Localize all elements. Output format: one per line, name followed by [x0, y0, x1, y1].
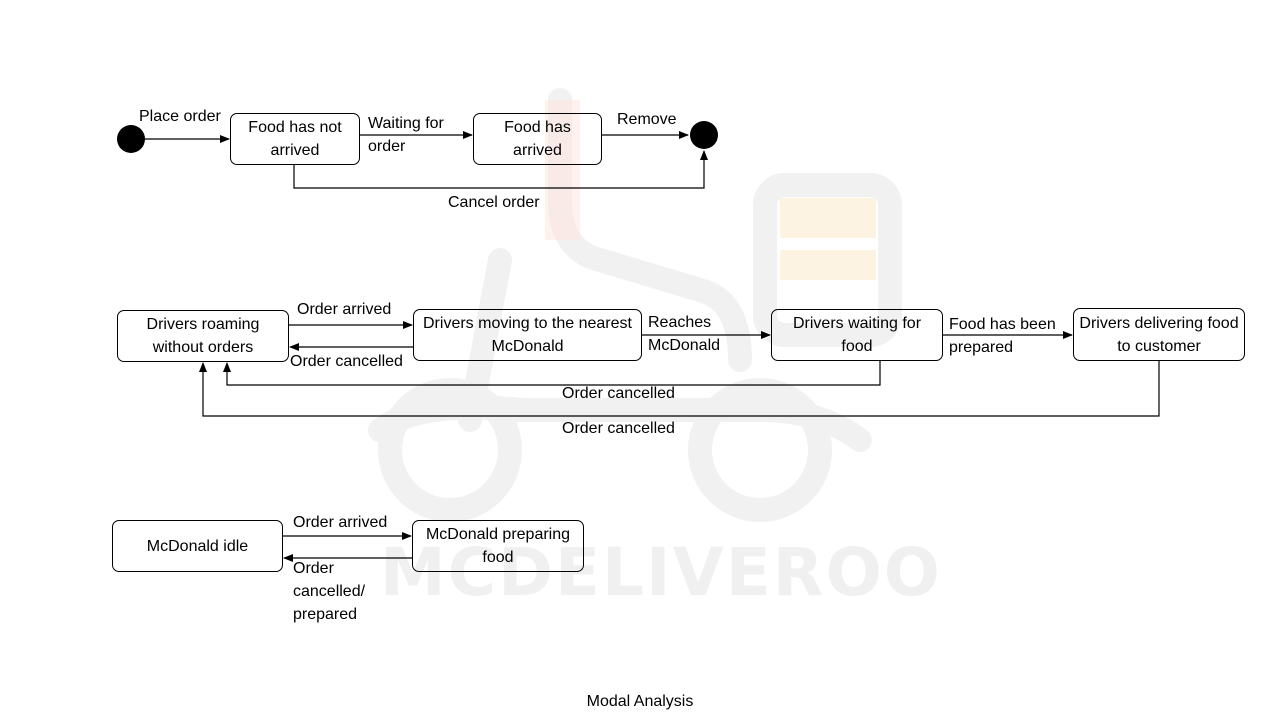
- arrow-cancel-order: [293, 150, 708, 189]
- label-order-arrived: Order arrived: [297, 301, 392, 318]
- state-food-not-arrived: Food has not arrived: [230, 113, 360, 165]
- state-drivers-waiting: Drivers waiting for food: [771, 309, 943, 361]
- label-order-cancelled-delivering: Order cancelled: [562, 420, 675, 437]
- final-state-dot: [690, 121, 718, 149]
- state-food-arrived: Food has arrived: [473, 113, 602, 165]
- state-drivers-moving: Drivers moving to the nearest McDonald: [413, 309, 642, 361]
- label-cancel-order: Cancel order: [448, 194, 540, 211]
- label-order-cancelled-waiting: Order cancelled: [562, 385, 675, 402]
- initial-state-dot: [117, 125, 145, 153]
- label-waiting-for-order: Waiting for order: [368, 115, 444, 155]
- label-order-cancelled-prepared: Order cancelled/ prepared: [293, 560, 366, 623]
- arrow-order-cancelled-waiting: [223, 361, 881, 386]
- label-food-has-been-prepared: Food has been prepared: [949, 316, 1056, 356]
- label-remove: Remove: [617, 111, 677, 128]
- watermark-text: MCDELIVEROO: [380, 534, 942, 611]
- diagram-caption: Modal Analysis: [586, 693, 694, 710]
- state-mcdonald-idle: McDonald idle: [112, 520, 283, 572]
- state-mcdonald-preparing: McDonald preparing food: [412, 520, 584, 572]
- state-drivers-roaming: Drivers roaming without orders: [117, 310, 289, 362]
- arrow-order-cancelled-delivering: [199, 361, 1160, 417]
- label-order-arrived-restaurant: Order arrived: [293, 514, 388, 531]
- label-place-order: Place order: [139, 108, 221, 125]
- label-order-cancelled-back: Order cancelled: [290, 353, 403, 370]
- state-drivers-delivering: Drivers delivering food to customer: [1073, 308, 1245, 361]
- label-reaches-mcdonald: Reaches McDonald: [648, 314, 721, 354]
